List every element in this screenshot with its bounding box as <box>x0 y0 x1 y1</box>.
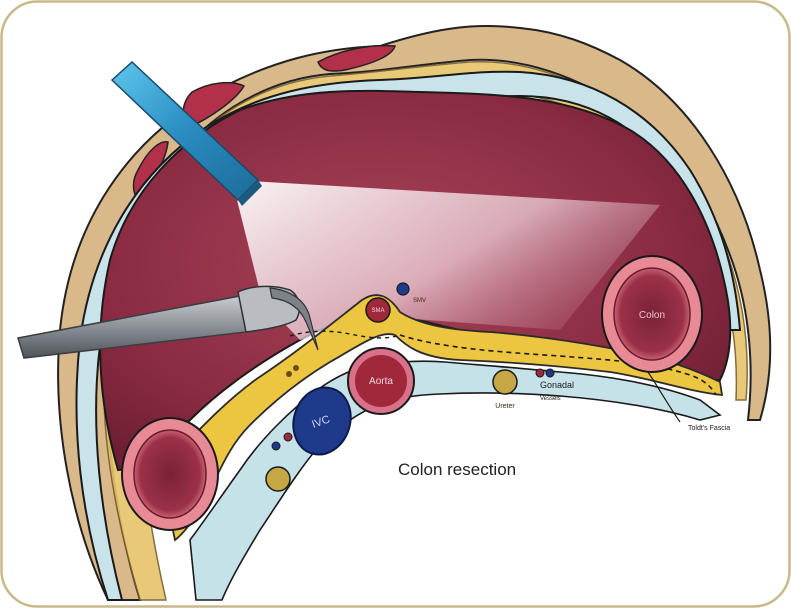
gonadal-vein-right <box>546 369 554 377</box>
ureter-left <box>266 467 290 491</box>
small-vessel-b <box>293 365 299 371</box>
label-aorta: Aorta <box>369 376 393 387</box>
descending-colon <box>122 418 218 530</box>
label-smv: SMV <box>413 298 426 304</box>
label-gonadal: Gonadal <box>540 380 574 390</box>
label-toldts-fascia: Toldt's Fascia <box>688 425 730 432</box>
smv-vessel <box>397 283 409 295</box>
label-colon: Colon <box>639 310 665 321</box>
label-gonadal-vessels: Vessels <box>540 396 561 402</box>
label-ureter: Ureter <box>495 403 515 410</box>
figure-caption: Colon resection <box>398 460 516 480</box>
gonadal-artery-left <box>284 433 292 441</box>
small-vessel-a <box>286 371 292 377</box>
label-sma: SMA <box>371 308 384 314</box>
ureter-right <box>493 370 517 394</box>
gonadal-vein-left <box>272 442 280 450</box>
gonadal-artery-right <box>536 369 544 377</box>
